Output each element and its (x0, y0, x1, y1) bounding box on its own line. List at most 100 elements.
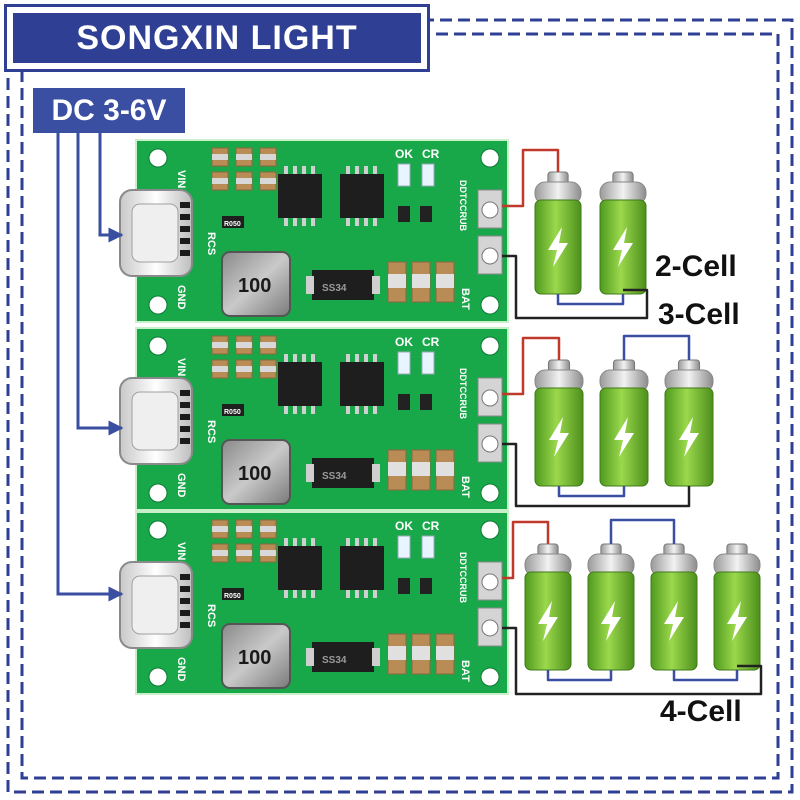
smd-capacitor-band (212, 154, 228, 160)
resistor-code: R050 (224, 221, 241, 228)
smd-capacitor-band (212, 526, 228, 532)
diode-lead (372, 648, 380, 666)
battery-cell (534, 359, 584, 487)
ic-pin (302, 166, 306, 174)
lightning-bolt-icon (614, 417, 634, 457)
smd-capacitor-band (212, 342, 228, 348)
ic-pin (364, 218, 368, 226)
smd-capacitor-band (236, 526, 252, 532)
silk-cr: CR (422, 147, 440, 161)
output-capacitor-band (388, 462, 406, 476)
power-inductor (221, 623, 291, 689)
mounting-hole (480, 667, 500, 687)
output-capacitor-band (436, 462, 454, 476)
battery-pack-4-cell (502, 518, 763, 696)
usb-pin (180, 250, 190, 256)
series-link (546, 670, 613, 682)
silk-bat: BAT (459, 476, 471, 498)
smd-capacitor-band (212, 550, 228, 556)
ic-chip-1 (278, 174, 322, 218)
ic-pin (302, 354, 306, 362)
smd-resistor (420, 206, 432, 222)
smd-capacitor-band (236, 550, 252, 556)
ic-pin (284, 406, 288, 414)
positive-lead (502, 520, 550, 580)
ic-chip-2 (340, 174, 384, 218)
brand-name: SONGXIN LIGHT (13, 13, 421, 63)
silk-gnd: GND (175, 285, 187, 310)
battery-pack-2-cell (502, 148, 649, 320)
battery-cell (650, 543, 698, 671)
smd-resistor (420, 578, 432, 594)
lightning-bolt-icon (548, 227, 568, 267)
output-pad-hole (481, 247, 499, 265)
ic-pin (311, 354, 315, 362)
ic-pin (364, 354, 368, 362)
silk-vin: VIN (175, 358, 187, 376)
ic-pin (311, 166, 315, 174)
lightning-bolt-icon (613, 227, 633, 267)
silk-cr: CR (422, 519, 440, 533)
mounting-hole (480, 148, 500, 168)
input-wire-3 (56, 133, 124, 602)
usb-pin (180, 238, 190, 244)
smd-capacitor-band (236, 178, 252, 184)
config-label-3-cell: 3-Cell (658, 298, 740, 331)
ic-chip-2 (340, 546, 384, 590)
ic-chip-1 (278, 546, 322, 590)
output-capacitor-band (388, 646, 406, 660)
positive-lead (502, 336, 561, 396)
positive-lead (502, 148, 560, 208)
negative-lead (502, 442, 691, 508)
silk-dotcrub: DDTCCRUB (458, 368, 468, 419)
ic-pin (364, 166, 368, 174)
mounting-hole (480, 295, 500, 315)
silk-dotcrub: DDTCCRUB (458, 180, 468, 231)
silk-bat: BAT (459, 660, 471, 682)
usb-pin (180, 586, 190, 592)
led-cr (421, 535, 435, 559)
battery-cell (599, 359, 649, 487)
battery-cell (599, 171, 647, 295)
ic-pin (355, 590, 359, 598)
output-pad-hole (481, 389, 499, 407)
silk-gnd: GND (175, 657, 187, 682)
ic-pin (364, 406, 368, 414)
smd-capacitor-band (212, 178, 228, 184)
smd-capacitor-band (260, 526, 276, 532)
sense-resistor (222, 588, 244, 600)
usb-c-opening (131, 391, 179, 451)
series-link (556, 294, 625, 306)
ic-pin (355, 218, 359, 226)
ic-pin (355, 354, 359, 362)
usb-c-opening (131, 203, 179, 263)
smd-resistor (420, 394, 432, 410)
ic-pin (311, 406, 315, 414)
silk-ok: OK (395, 335, 413, 349)
ic-pin (284, 538, 288, 546)
ic-pin (373, 406, 377, 414)
battery-pack-3-cell (502, 334, 714, 508)
smd-capacitor-band (260, 154, 276, 160)
ic-pin (364, 590, 368, 598)
ic-pin (311, 590, 315, 598)
ic-pin (293, 538, 297, 546)
usb-pin (180, 402, 190, 408)
battery-cell (587, 543, 635, 671)
inductor-value: 100 (238, 275, 271, 297)
led-ok (397, 351, 411, 375)
smd-capacitor-band (236, 366, 252, 372)
smd-capacitor-band (260, 550, 276, 556)
led-ok (397, 535, 411, 559)
usb-pin (180, 598, 190, 604)
mounting-hole (148, 667, 168, 687)
silk-ok: OK (395, 519, 413, 533)
ic-pin (373, 218, 377, 226)
usb-pin (180, 426, 190, 432)
usb-pin (180, 610, 190, 616)
resistor-code: R050 (224, 593, 241, 600)
ic-pin (311, 538, 315, 546)
diode-code: SS34 (322, 283, 347, 294)
